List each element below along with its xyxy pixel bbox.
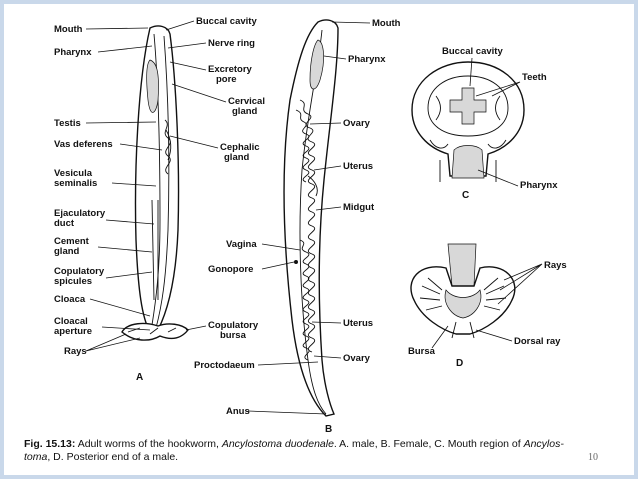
label-cephalic-gland-2: gland [224,152,250,163]
label-rays-d: Rays [544,260,567,271]
label-excretory-pore-1: Excretory [208,64,253,75]
label-cement-2: gland [54,246,80,257]
caption-species: Ancylostoma duodenale [221,438,334,450]
label-uterus-b-bottom: Uterus [343,318,373,329]
label-vas-deferens: Vas deferens [54,139,113,150]
label-ovary-b-bottom: Ovary [343,353,371,364]
label-copulatory-spicules-1: Copulatory [54,266,105,277]
label-copulatory-bursa-2: bursa [220,330,247,341]
label-nerve-ring: Nerve ring [208,38,255,49]
label-pharynx-b: Pharynx [348,54,386,65]
label-gonopore: Gonopore [208,264,253,275]
label-excretory-pore-2: pore [216,74,237,85]
label-copulatory-spicules-2: spicules [54,276,92,287]
label-cervical-gland-1: Cervical [228,96,265,107]
label-testis: Testis [54,118,81,129]
label-pharynx-c: Pharynx [520,180,558,191]
caption-fig-no: Fig. 15.13: [24,438,76,450]
label-cloacal-aperture-1: Cloacal [54,316,88,327]
label-uterus-b-top: Uterus [343,161,373,172]
panel-d-letter: D [456,358,463,369]
female-worm-drawing: B [283,19,339,435]
caption-text-3: , D. Posterior end of a male. [47,451,179,463]
label-buccal-cavity-c: Buccal cavity [442,46,503,57]
mouth-region-drawing: C [411,61,525,201]
panel-a-letter: A [136,372,143,383]
label-vesicula-1: Vesicula [54,168,93,179]
label-cloaca: Cloaca [54,294,86,305]
label-pharynx-a: Pharynx [54,47,92,58]
label-ejaculatory-2: duct [54,218,75,229]
caption-genus-1: Ancylos- [523,438,564,450]
figure-caption: Fig. 15.13: Adult worms of the hookworm,… [24,438,624,464]
label-bursa: Bursa [408,346,436,357]
label-proctodaeum: Proctodaeum [194,360,255,371]
label-copulatory-bursa-1: Copulatory [208,320,259,331]
page-number: 10 [588,452,598,463]
male-worm-drawing: A [121,25,189,383]
panel-c-labels: Buccal cavity Teeth Pharynx [442,46,558,191]
label-cervical-gland-2: gland [232,106,258,117]
caption-text-1: Adult worms of the hookworm, [75,438,222,450]
label-anus: Anus [226,406,250,417]
caption-genus-2: toma [24,451,48,463]
label-midgut: Midgut [343,202,375,213]
posterior-end-drawing: D [410,243,516,369]
panel-d-labels: Rays Dorsal ray Bursa [408,260,567,357]
label-mouth-a: Mouth [54,24,83,35]
panel-b-labels: Mouth Pharynx Ovary Uterus Midgut Vagina… [194,18,401,417]
label-teeth: Teeth [522,72,547,83]
label-cephalic-gland-1: Cephalic [220,142,260,153]
label-rays-a: Rays [64,346,87,357]
label-ejaculatory-1: Ejaculatory [54,208,106,219]
label-cloacal-aperture-2: aperture [54,326,92,337]
panel-b-letter: B [325,424,332,435]
panel-a-labels: Mouth Pharynx Buccal cavity Nerve ring E… [54,16,265,357]
label-vagina: Vagina [226,239,257,250]
label-vesicula-2: seminalis [54,178,97,189]
label-buccal-cavity-a: Buccal cavity [196,16,257,27]
caption-text-2: . A. male, B. Female, C. Mouth region of [333,438,524,450]
label-mouth-b: Mouth [372,18,401,29]
label-ovary-b-top: Ovary [343,118,371,129]
label-cement-1: Cement [54,236,90,247]
panel-c-letter: C [462,190,469,201]
label-dorsal-ray: Dorsal ray [514,336,561,347]
